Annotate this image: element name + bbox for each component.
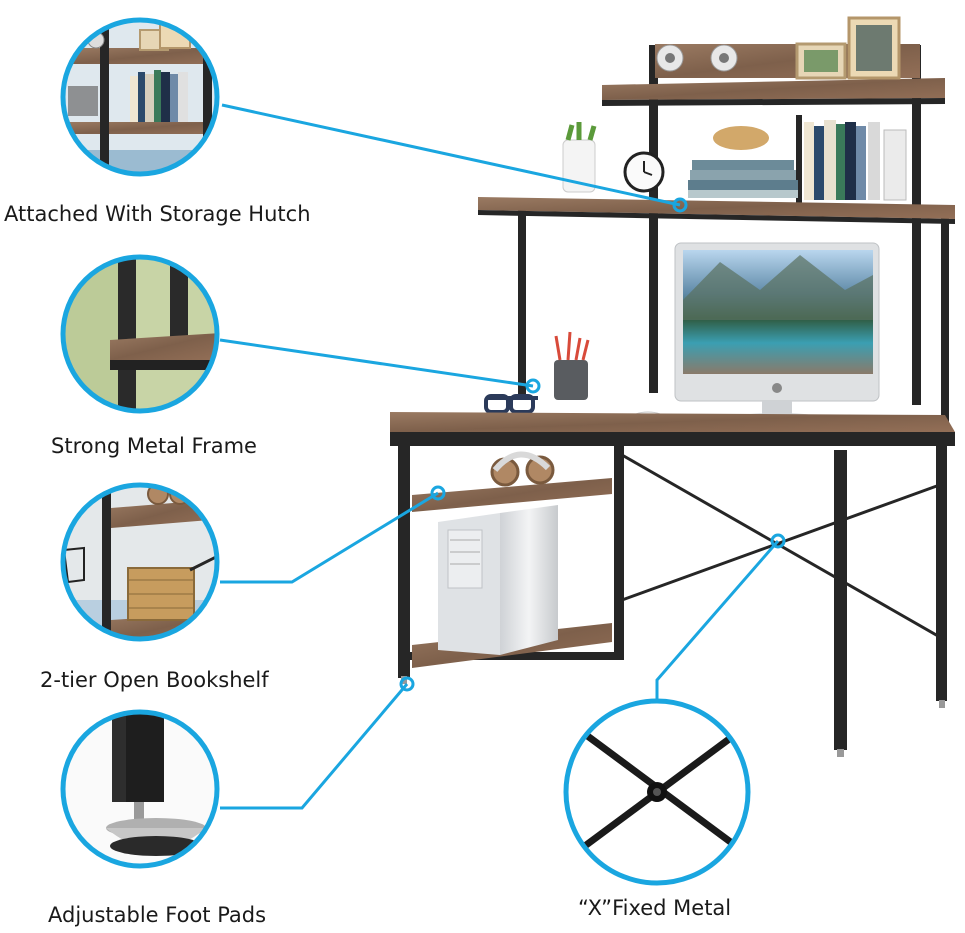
feature-label-frame: Strong Metal Frame — [51, 434, 257, 458]
hutch-closeup-icon — [60, 17, 220, 177]
foot-pad-closeup-icon — [60, 709, 220, 869]
feature-label-footpads: Adjustable Foot Pads — [48, 903, 267, 927]
callout-lines — [219, 103, 786, 810]
metal-frame-closeup-icon — [60, 254, 220, 414]
desk-illustration — [390, 16, 955, 757]
feature-label-hutch: Attached With Storage Hutch — [4, 202, 311, 226]
feature-label-xbrace: “X”Fixed Metal — [578, 896, 732, 920]
bookshelf-closeup-icon — [60, 482, 220, 642]
feature-label-bookshelf: 2-tier Open Bookshelf — [40, 668, 269, 692]
x-brace-closeup-icon — [563, 698, 751, 886]
